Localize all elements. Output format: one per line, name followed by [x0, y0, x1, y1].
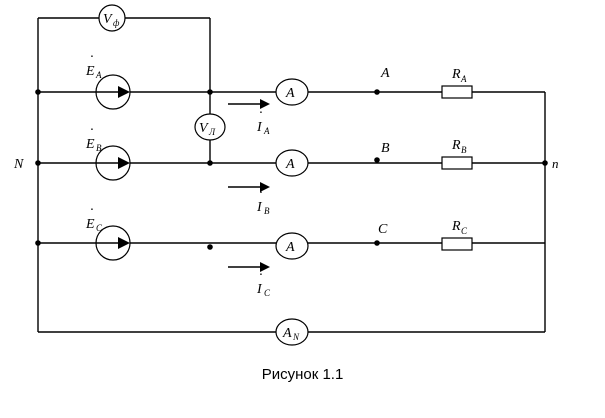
ammeter-c-label: A: [285, 240, 295, 255]
res-a-label: R A: [451, 67, 467, 84]
svg-text:E: E: [85, 217, 95, 232]
svg-text:B: B: [264, 206, 270, 216]
ammeter-a: A: [275, 78, 309, 106]
ammeter-a-label: A: [285, 86, 295, 101]
node-point-b: [374, 157, 380, 163]
point-c-label: C: [378, 222, 388, 237]
figure-caption: Рисунок 1.1: [261, 366, 344, 383]
svg-text:I: I: [256, 200, 263, 215]
voltmeter-phase: V ф: [98, 4, 126, 32]
ammeter-b-label: A: [285, 157, 295, 172]
svg-text:R: R: [451, 67, 461, 82]
svg-text:R: R: [451, 138, 461, 153]
resistor-a: [441, 85, 473, 99]
vl-sub: Л: [208, 127, 216, 137]
current-a-arrow-icon: [260, 99, 270, 109]
svg-text:·: ·: [90, 203, 94, 218]
wires: [37, 17, 546, 333]
svg-text:C: C: [461, 226, 468, 236]
res-b-label: R B: [451, 138, 467, 155]
svg-text:I: I: [256, 120, 263, 135]
vf-label: V: [103, 12, 113, 27]
point-b-label: B: [381, 141, 390, 156]
node-left-a: [35, 89, 41, 95]
ammeter-n-sub: N: [292, 332, 300, 342]
voltmeter-line: V Л: [194, 113, 226, 141]
svg-text:A: A: [263, 126, 270, 136]
ammeter-neutral: A N: [275, 318, 309, 346]
junction-nodes: [35, 89, 548, 250]
node-vl-b: [207, 160, 213, 166]
current-arrow-c: [228, 262, 270, 272]
svg-text:B: B: [461, 145, 467, 155]
point-a-label: A: [380, 66, 390, 81]
ammeter-n-label: A: [282, 326, 292, 341]
emf-source-c: [95, 225, 131, 261]
emf-a-arrow-icon: [118, 86, 130, 98]
node-left-c: [35, 240, 41, 246]
node-n-left-label: N: [13, 157, 24, 172]
current-arrow-b: [228, 182, 270, 192]
svg-text:·: ·: [259, 186, 263, 201]
node-left-b: [35, 160, 41, 166]
svg-text:R: R: [451, 219, 461, 234]
vf-sub: ф: [113, 18, 120, 28]
svg-text:E: E: [85, 137, 95, 152]
svg-text:B: B: [96, 143, 102, 153]
svg-text:·: ·: [259, 268, 263, 283]
ammeter-b: A: [275, 149, 309, 177]
svg-text:C: C: [264, 288, 271, 298]
emf-source-a: [95, 74, 131, 110]
resistor-c: [441, 237, 473, 251]
node-point-c: [374, 240, 380, 246]
current-c-label: · I C: [256, 268, 271, 298]
ammeter-c: A: [275, 232, 309, 260]
svg-text:A: A: [95, 70, 102, 80]
current-b-arrow-icon: [260, 182, 270, 192]
emf-c-label: · E C: [85, 203, 103, 233]
svg-text:·: ·: [259, 106, 263, 121]
svg-text:·: ·: [90, 50, 94, 65]
node-n: [542, 160, 548, 166]
node-c-mid: [207, 244, 213, 250]
svg-text:·: ·: [90, 123, 94, 138]
emf-b-label: · E B: [85, 123, 102, 153]
current-c-arrow-icon: [260, 262, 270, 272]
svg-text:I: I: [256, 282, 263, 297]
emf-source-b: [95, 145, 131, 181]
node-vf-a: [207, 89, 213, 95]
emf-c-arrow-icon: [118, 237, 130, 249]
current-a-label: · I A: [256, 106, 270, 136]
emf-b-arrow-icon: [118, 157, 130, 169]
svg-text:A: A: [460, 74, 467, 84]
res-c-label: R C: [451, 219, 468, 236]
current-b-label: · I B: [256, 186, 270, 216]
svg-text:E: E: [85, 64, 95, 79]
node-point-a: [374, 89, 380, 95]
emf-a-label: · E A: [85, 50, 102, 80]
resistor-b: [441, 156, 473, 170]
vl-label: V: [199, 121, 209, 136]
node-n-right-label: n: [552, 156, 559, 171]
current-arrow-a: [228, 99, 270, 109]
svg-text:C: C: [96, 223, 103, 233]
